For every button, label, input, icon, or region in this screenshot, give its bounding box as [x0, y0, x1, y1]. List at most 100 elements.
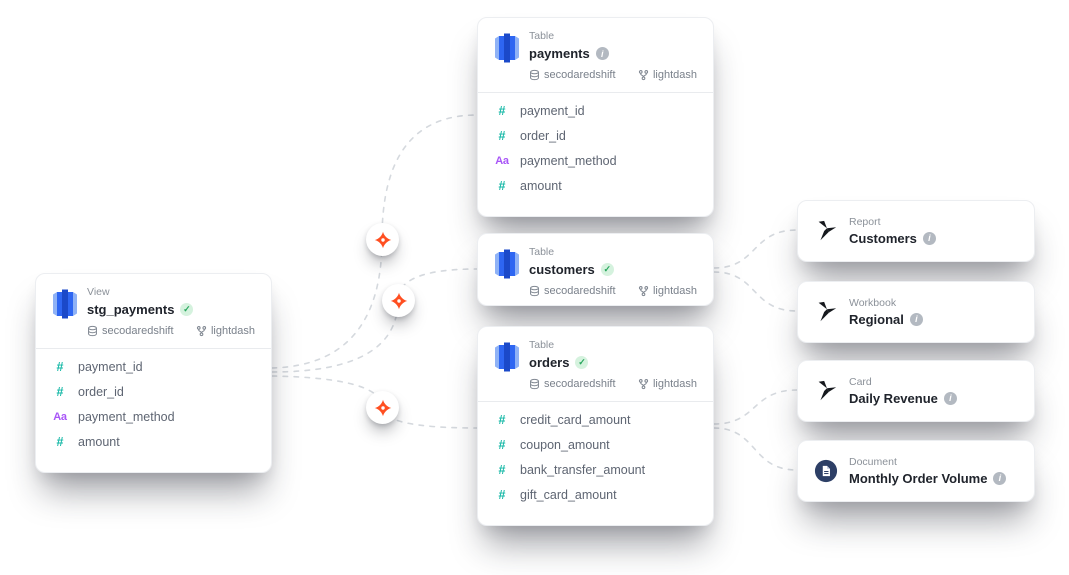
redshift-icon	[495, 342, 519, 372]
source-tool-label: lightdash	[210, 325, 255, 337]
number-type-icon: #	[498, 462, 506, 477]
lightdash-bird-icon	[818, 301, 837, 322]
field-row[interactable]: # amount	[52, 429, 255, 454]
node-name: orders	[529, 355, 570, 370]
info-icon[interactable]: i	[909, 312, 923, 326]
dbt-node[interactable]	[382, 284, 415, 317]
source-database[interactable]: secodaredshift	[87, 325, 174, 337]
dbt-node[interactable]	[366, 223, 399, 256]
node-type-label: Table	[529, 30, 555, 42]
field-row[interactable]: # payment_id	[52, 354, 255, 379]
card-header: Table payments i secodaredshift lightdas…	[494, 30, 697, 81]
field-row[interactable]: # order_id	[494, 123, 697, 148]
output-name: Monthly Order Volume	[849, 470, 988, 486]
database-icon	[530, 285, 539, 297]
source-database-label: secodaredshift	[544, 69, 616, 81]
number-type-icon: #	[498, 128, 506, 143]
output-type-label: Document	[849, 455, 897, 468]
lightdash-bird-icon	[818, 220, 837, 241]
card-header: Table customers ✓ secodaredshift lightda…	[494, 246, 697, 297]
field-row[interactable]: # order_id	[52, 379, 255, 404]
number-type-icon: #	[498, 178, 506, 193]
source-tool[interactable]: lightdash	[638, 285, 697, 297]
source-tool[interactable]: lightdash	[638, 378, 697, 390]
source-tool-label: lightdash	[652, 378, 697, 390]
source-database[interactable]: secodaredshift	[529, 285, 616, 297]
field-list: # payment_id # order_id Aa payment_metho…	[52, 354, 255, 454]
string-type-icon: Aa	[53, 410, 67, 423]
divider	[36, 348, 271, 349]
node-name: stg_payments	[87, 302, 175, 317]
info-icon[interactable]: i	[922, 231, 936, 245]
redshift-icon	[495, 33, 519, 63]
edge-orders-document	[713, 427, 798, 471]
output-card-regional-workbook[interactable]: Workbook Regional i	[797, 281, 1035, 343]
field-row[interactable]: # gift_card_amount	[494, 482, 697, 507]
node-type-label: Table	[529, 246, 555, 258]
divider	[478, 401, 713, 402]
node-card-orders[interactable]: Table orders ✓ secodaredshift lightdash	[477, 326, 714, 526]
node-type-label: View	[87, 286, 110, 298]
output-name: Regional	[849, 311, 904, 327]
dbt-icon	[374, 399, 391, 416]
field-row[interactable]: # credit_card_amount	[494, 407, 697, 432]
dbt-icon	[374, 231, 391, 248]
source-database-label: secodaredshift	[102, 325, 174, 337]
number-type-icon: #	[498, 412, 506, 427]
info-icon[interactable]: i	[943, 391, 957, 405]
field-row[interactable]: # amount	[494, 173, 697, 198]
source-tool-label: lightdash	[652, 69, 697, 81]
output-type-label: Workbook	[849, 296, 897, 309]
field-row[interactable]: Aa payment_method	[53, 409, 175, 424]
info-icon[interactable]: i	[993, 471, 1007, 485]
verified-check-icon: ✓	[600, 263, 614, 276]
database-icon	[530, 69, 539, 81]
output-card-daily-revenue[interactable]: Card Daily Revenue i	[797, 360, 1035, 422]
output-card-customers-report[interactable]: Report Customers i	[797, 200, 1035, 262]
number-type-icon: #	[498, 437, 506, 452]
edge-orders-card	[713, 389, 798, 425]
string-type-icon: Aa	[495, 154, 509, 167]
number-type-icon: #	[498, 103, 506, 118]
verified-check-icon: ✓	[180, 303, 194, 316]
database-icon	[530, 378, 539, 390]
lightdash-bird-icon	[818, 380, 837, 401]
fork-icon	[196, 326, 207, 337]
dbt-node[interactable]	[366, 391, 399, 424]
fork-icon	[638, 286, 649, 297]
info-icon[interactable]: i	[595, 47, 609, 60]
field-row[interactable]: # coupon_amount	[494, 432, 697, 457]
edge-customers-workbook	[713, 271, 798, 312]
node-card-payments[interactable]: Table payments i secodaredshift lightdas…	[477, 17, 714, 217]
fork-icon	[638, 70, 649, 81]
node-type-label: Table	[529, 339, 555, 351]
output-name: Daily Revenue	[849, 390, 938, 406]
source-database[interactable]: secodaredshift	[529, 378, 616, 390]
output-type-label: Card	[849, 375, 872, 388]
number-type-icon: #	[56, 384, 64, 399]
fork-icon	[638, 379, 649, 390]
edge-stgpayments-payments	[271, 114, 478, 369]
node-name: customers	[529, 262, 595, 277]
field-row[interactable]: Aa payment_method	[495, 153, 617, 168]
source-tool[interactable]: lightdash	[196, 325, 255, 337]
node-card-stg-payments[interactable]: View stg_payments ✓ secodaredshift light…	[35, 273, 272, 473]
redshift-icon	[53, 289, 77, 319]
dbt-icon	[390, 292, 407, 309]
node-name: payments	[529, 46, 590, 61]
source-database[interactable]: secodaredshift	[529, 69, 616, 81]
output-card-monthly-order-volume[interactable]: Document Monthly Order Volume i	[797, 440, 1035, 502]
output-name: Customers	[849, 230, 917, 246]
number-type-icon: #	[56, 359, 64, 374]
source-tool[interactable]: lightdash	[638, 69, 697, 81]
node-card-customers[interactable]: Table customers ✓ secodaredshift lightda…	[477, 233, 714, 306]
source-database-label: secodaredshift	[544, 285, 616, 297]
number-type-icon: #	[498, 487, 506, 502]
document-icon	[814, 459, 838, 483]
card-header: View stg_payments ✓ secodaredshift light…	[52, 286, 255, 337]
field-row[interactable]: # bank_transfer_amount	[494, 457, 697, 482]
number-type-icon: #	[56, 434, 64, 449]
field-row[interactable]: # payment_id	[494, 98, 697, 123]
edge-customers-report	[713, 229, 798, 269]
